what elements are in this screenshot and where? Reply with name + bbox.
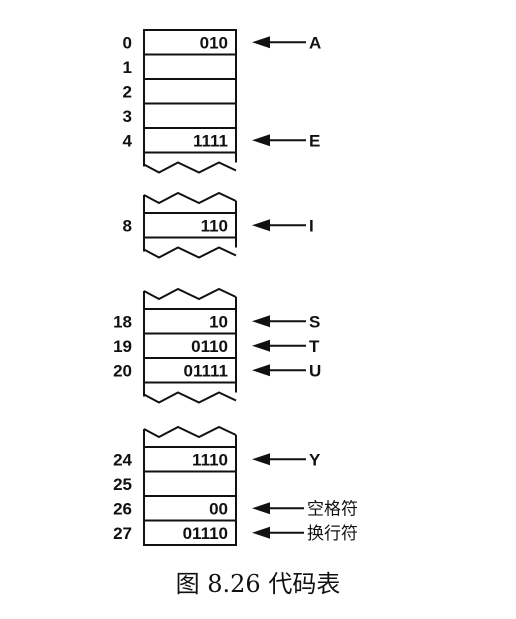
cell-value: 1111 (193, 131, 228, 150)
row-label: U (309, 361, 321, 380)
memory-cell (143, 53, 237, 80)
arrow-left-icon (252, 453, 306, 466)
row-index: 18 (113, 312, 132, 331)
torn-edge-top (143, 287, 237, 301)
table-row: 8 110 I (123, 212, 314, 239)
row-index: 25 (113, 475, 132, 494)
arrow-left-icon (252, 36, 306, 49)
cell-value: 1110 (192, 450, 228, 469)
row-index: 3 (123, 107, 132, 126)
table-row: 18 10 S (113, 308, 320, 335)
row-index: 19 (113, 337, 132, 356)
row-index: 0 (123, 33, 132, 52)
row-index: 24 (113, 450, 132, 469)
row-index: 1 (123, 58, 132, 77)
memory-cell (143, 519, 237, 546)
torn-edge-bottom (143, 391, 237, 404)
cell-value: 01110 (183, 524, 228, 543)
row-label: A (309, 33, 321, 52)
torn-edge-top (143, 425, 237, 439)
memory-cell (143, 102, 237, 129)
memory-cell (143, 78, 237, 105)
table-row: 26 00 空格符 (113, 495, 358, 522)
row-index: 26 (113, 499, 132, 518)
row-index: 4 (123, 131, 133, 150)
table-row: 1 (123, 53, 237, 80)
torn-edge-bottom (143, 246, 237, 259)
torn-edge-bottom (143, 161, 237, 174)
arrow-left-icon (252, 134, 306, 147)
row-index: 2 (123, 82, 132, 101)
cell-value: 10 (209, 312, 228, 331)
row-label: E (309, 131, 320, 150)
table-row: 25 (113, 470, 237, 497)
row-label: Y (309, 450, 321, 469)
table-row: 3 (123, 102, 237, 129)
table-row: 24 1110 Y (113, 446, 321, 473)
row-label: T (309, 337, 320, 356)
memory-cell (143, 357, 237, 384)
memory-cell (143, 127, 237, 154)
table-row: 19 0110 T (113, 332, 320, 359)
row-label: I (309, 216, 314, 235)
memory-cell (143, 470, 237, 497)
table-segment: 0 010 A 1 2 3 4 1111 E (123, 29, 321, 174)
table-row: 2 (123, 78, 237, 105)
table-row: 27 01110 换行符 (113, 519, 358, 546)
cell-value: 01111 (184, 361, 228, 380)
table-segment: 18 10 S 19 0110 T 20 01111 U (113, 287, 321, 404)
arrow-left-icon (252, 315, 306, 328)
arrow-left-icon (252, 502, 304, 515)
row-index: 27 (113, 524, 132, 543)
cell-value: 010 (200, 33, 228, 52)
memory-cell (143, 212, 237, 239)
row-label: 换行符 (307, 524, 358, 544)
table-row: 20 01111 U (113, 357, 321, 384)
table-segment: 8 110 I (123, 191, 314, 259)
row-index: 8 (123, 216, 132, 235)
table-row: 4 1111 E (123, 127, 320, 154)
memory-cell (143, 446, 237, 473)
cell-value: 0110 (191, 337, 228, 356)
row-label: S (309, 312, 320, 331)
cell-value: 110 (201, 216, 228, 235)
row-index: 20 (113, 361, 132, 380)
figure-caption: 图 8.26 代码表 (176, 570, 341, 598)
memory-cell (143, 308, 237, 335)
row-label: 空格符 (307, 499, 358, 519)
arrow-left-icon (252, 339, 306, 352)
arrow-left-icon (252, 526, 304, 539)
cell-value: 00 (209, 499, 228, 518)
arrow-left-icon (252, 364, 306, 377)
table-row: 0 010 A (123, 29, 321, 56)
torn-edge-top (143, 191, 237, 205)
table-segment: 24 1110 Y 25 26 00 空格符 27 01110 换行符 (113, 425, 358, 546)
arrow-left-icon (252, 219, 306, 232)
